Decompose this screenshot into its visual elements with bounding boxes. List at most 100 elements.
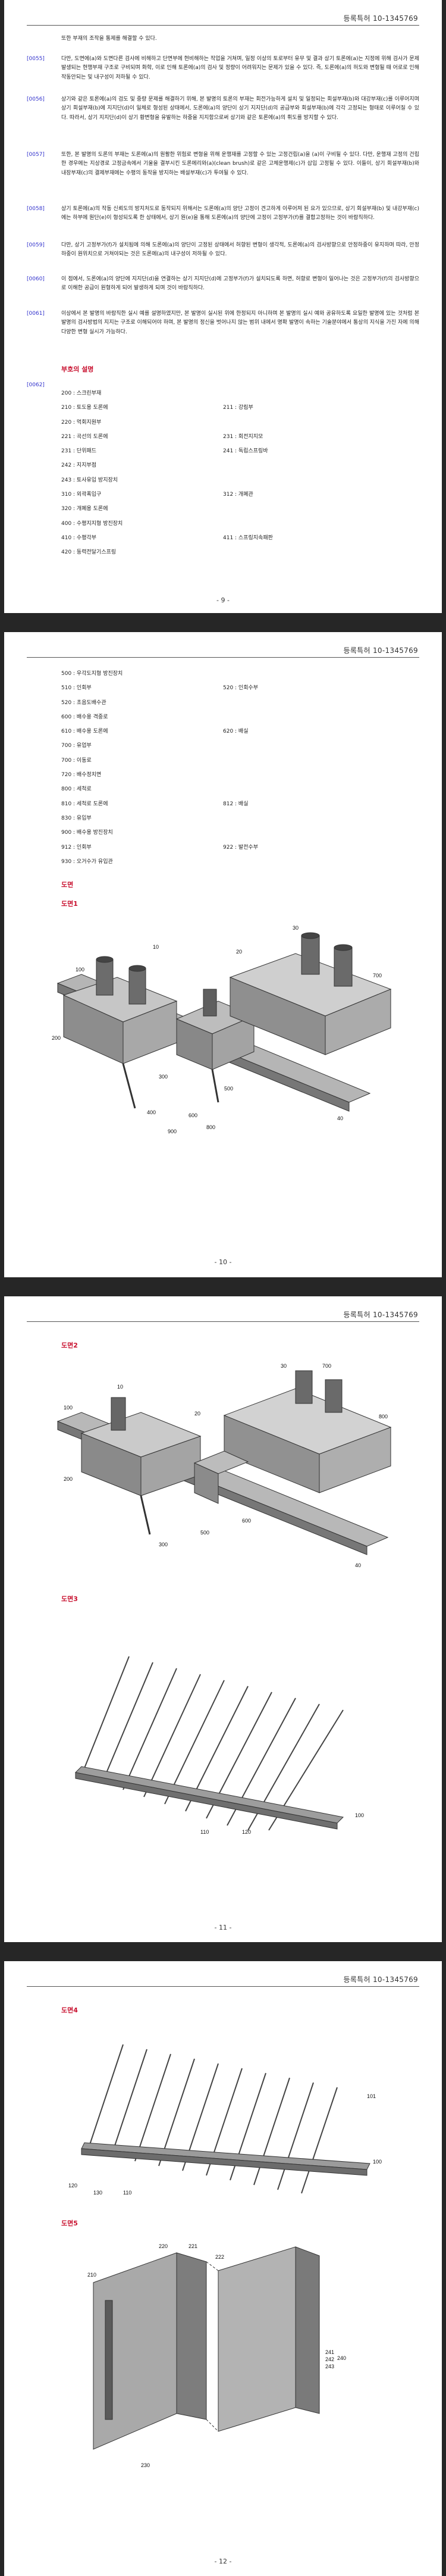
label-40: 40 [355, 1562, 361, 1568]
label-20: 20 [194, 1411, 200, 1417]
header-rule [27, 1986, 419, 1987]
list-item: 520 : 초음도배수관 [61, 699, 106, 706]
list-item: 900 : 배수용 방진장치 [61, 830, 113, 836]
label-100: 100 [76, 967, 84, 973]
label-210: 210 [87, 2272, 96, 2278]
list-item: 242 : 지지부점 [61, 462, 97, 469]
label-230: 230 [141, 2462, 150, 2468]
figure-1-drawing: 10 20 30 40 100 200 300 400 500 600 700 … [40, 912, 409, 1138]
label-500: 500 [224, 1086, 233, 1092]
list-item: 400 : 수평지지형 방진장치 [61, 520, 123, 527]
label-222: 222 [215, 2254, 224, 2260]
paragraph-0056: [0056] 상기와 같은 토론에(a)의 검도 및 중량 문제를 해결하기 위… [27, 96, 419, 121]
label-120: 120 [242, 1829, 251, 1835]
page-number: - 12 - [214, 2558, 232, 2565]
figure-3-title: 도면3 [61, 1595, 78, 1603]
label-243: 243 [325, 2364, 334, 2369]
label-241: 241 [325, 2349, 334, 2355]
label-40: 40 [337, 1115, 343, 1121]
label-800: 800 [206, 1124, 215, 1130]
label-101: 101 [367, 2093, 376, 2099]
label-600: 600 [189, 1112, 197, 1118]
label-110: 110 [200, 1829, 209, 1835]
paragraph-0061: [0061] 이상에서 본 발명의 바람직한 실시 예를 설명하였지만, 본 발… [27, 311, 419, 335]
page-number: - 10 - [214, 1258, 232, 1266]
document-page-11: 등록특허 10-1345769 도면2 10 [4, 1296, 442, 1942]
header-rule [27, 1321, 419, 1322]
list-item: 243 : 토사유입 방지장치 [61, 477, 118, 483]
reference-signs-title: 부호의 설명 [61, 365, 94, 373]
figure-5-drawing: 210 220 221 222 230 240 241 242 243 [70, 2235, 367, 2473]
list-item: 420 : 동력전달기스프링 [61, 549, 117, 556]
label-100: 100 [64, 1405, 73, 1411]
label-130: 130 [93, 2190, 102, 2196]
label-10: 10 [117, 1384, 123, 1390]
label-700: 700 [322, 1363, 331, 1369]
list-item: 830 : 유입부 [61, 815, 92, 821]
label-100: 100 [373, 2159, 382, 2165]
label-200: 200 [64, 1476, 73, 1482]
label-800: 800 [379, 1414, 388, 1420]
figure-2-drawing: 10 20 30 40 100 200 300 500 600 700 800 [46, 1356, 403, 1576]
label-900: 900 [168, 1128, 177, 1134]
label-700: 700 [373, 973, 382, 978]
list-item: 500 : 우각도지형 방진장치 [61, 671, 123, 677]
paragraph-0059: [0059] 다만, 상기 고정부가(f)가 설치됨에 의해 도론에(a)의 양… [27, 242, 419, 258]
document-id-header: 등록특허 10-1345769 [343, 14, 418, 23]
label-220: 220 [159, 2243, 168, 2249]
figure-2-title: 도면2 [61, 1342, 78, 1349]
figure-1-title: 도면1 [61, 900, 78, 908]
label-400: 400 [147, 1109, 156, 1115]
document-id-header: 등록특허 10-1345769 [343, 646, 418, 655]
label-300: 300 [159, 1074, 168, 1080]
label-30: 30 [293, 925, 299, 931]
document-page-9: 등록특허 10-1345769 또한 부재의 조작을 통제를 해결할 수 있다.… [4, 0, 442, 613]
intro-line: 또한 부재의 조작을 통제를 해결할 수 있다. [61, 36, 157, 42]
list-item: 220 : 먹회지원부 [61, 419, 102, 426]
page-number: - 11 - [214, 1924, 232, 1931]
figure-4-drawing: 101 120 130 110 100 [58, 2021, 391, 2199]
label-200: 200 [52, 1035, 61, 1041]
label-600: 600 [242, 1518, 251, 1524]
label-240: 240 [337, 2355, 346, 2361]
paragraph-0060: [0060] 이 점에서, 도론에(a)의 양단에 지지단(d)을 연결하는 상… [27, 276, 419, 292]
figure-4-title: 도면4 [61, 2006, 78, 2014]
list-item: 700 : 유업부 [61, 743, 92, 749]
list-item: 320 : 개폐용 도론에 [61, 506, 108, 512]
list-item: 700 : 이동로 [61, 757, 92, 764]
paragraph-0058: [0058] 상기 토론에(a)의 작동 신뢰도의 방지처도로 동작되지 위해서… [27, 206, 419, 221]
label-120: 120 [68, 2183, 77, 2189]
document-page-10: 등록특허 10-1345769 500 : 우각도지형 방진장치 510 : 인… [4, 632, 442, 1277]
figure-3-drawing: 100 110 120 [58, 1621, 391, 1835]
label-221: 221 [189, 2243, 197, 2249]
label-110: 110 [123, 2190, 131, 2196]
drawings-title: 도면 [61, 881, 74, 889]
document-page-12: 등록특허 10-1345769 도면4 101 120 130 [4, 1961, 442, 2576]
paragraph-0057: [0057] 또한, 본 발명의 도론의 부재는 도론에(a)의 원활한 위험로… [27, 152, 419, 176]
label-100: 100 [355, 1812, 364, 1818]
label-10: 10 [153, 944, 159, 950]
list-item: 200 : 스크린부재 [61, 390, 102, 396]
list-item: 800 : 세척로 [61, 786, 92, 793]
header-rule [27, 25, 419, 26]
label-242: 242 [325, 2356, 334, 2362]
document-id-header: 등록특허 10-1345769 [343, 1975, 418, 1984]
list-item: 600 : 배수용 격중로 [61, 714, 108, 720]
page-number: - 9 - [216, 596, 230, 604]
label-500: 500 [200, 1530, 209, 1536]
list-item: 930 : 오거수가 유입관 [61, 858, 113, 865]
document-id-header: 등록특허 10-1345769 [343, 1311, 418, 1319]
figure-5-title: 도면5 [61, 2219, 78, 2227]
label-300: 300 [159, 1542, 168, 1548]
list-item: 720 : 배수정치면 [61, 772, 102, 779]
